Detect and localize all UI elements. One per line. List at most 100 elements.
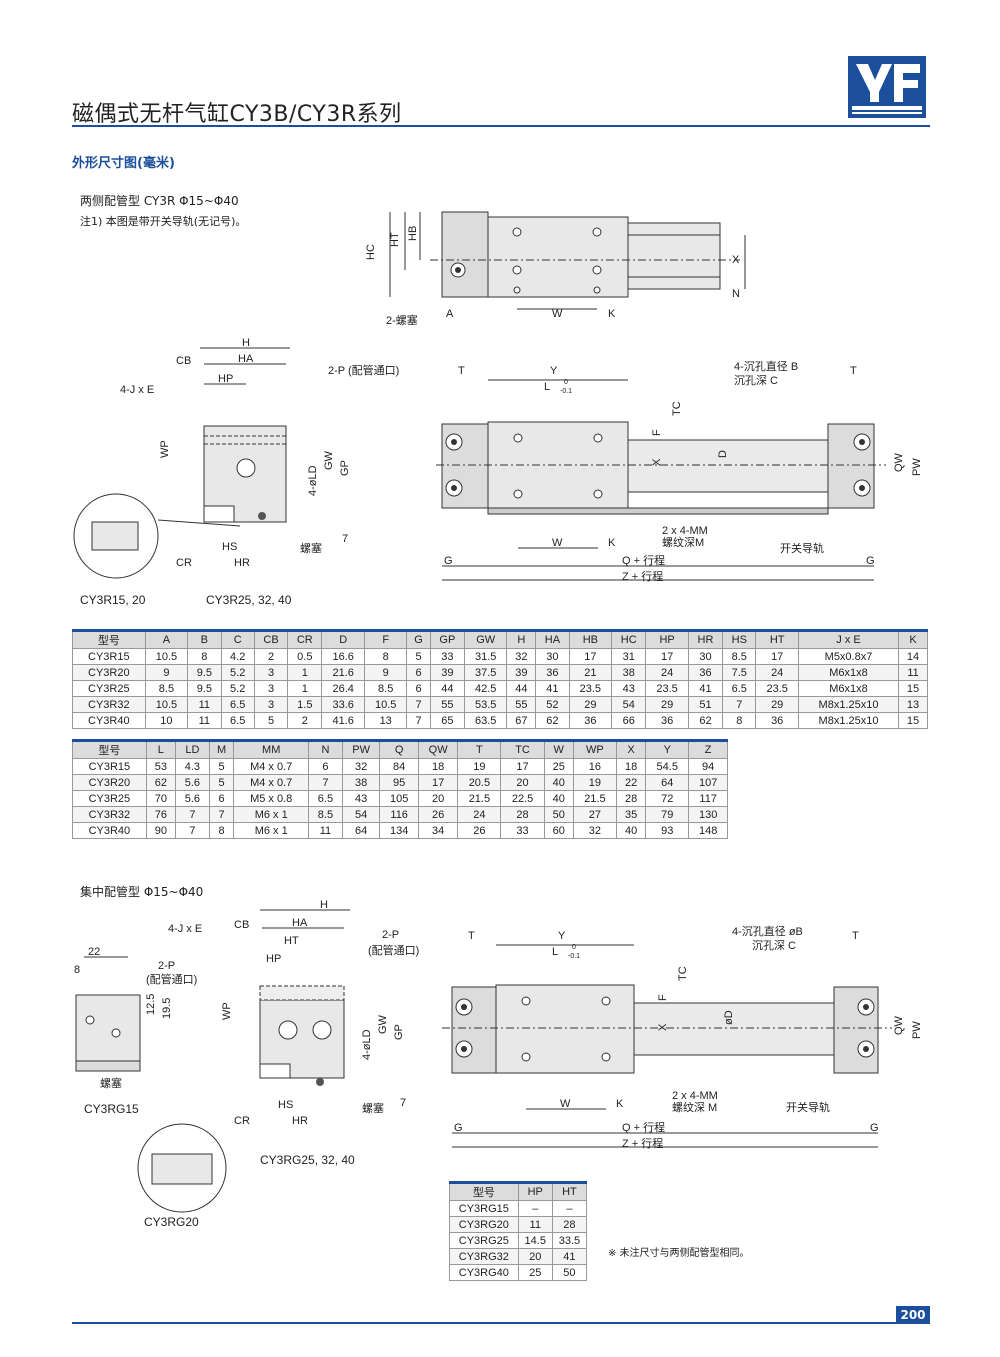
dim-8: 8 <box>74 964 80 976</box>
dim-T-right: T <box>850 365 857 377</box>
table-header-cell: HS <box>722 630 757 649</box>
table-header-cell: 型号 <box>449 1182 519 1201</box>
table-cell: 38 <box>341 774 381 791</box>
dim-HC: HC <box>365 244 377 260</box>
dim-PW: PW <box>911 458 923 476</box>
table-cell: 42.5 <box>463 680 508 697</box>
dim-Y-2: Y <box>558 930 566 942</box>
table-cell: 62 <box>535 712 570 729</box>
table-cell: 15 <box>898 680 928 697</box>
table-cell: CY3RG25 <box>449 1232 519 1249</box>
table-cell: M8x1.25x10 <box>797 712 900 729</box>
dim-HP-g: HP <box>266 953 281 965</box>
table-cell: 6 <box>406 680 431 697</box>
table-cell: 10.5 <box>363 696 408 713</box>
dim-H-g: H <box>320 899 328 911</box>
dim-N: N <box>732 288 740 300</box>
table-cell: 1 <box>287 664 323 681</box>
subtitle-centralized-piping: 集中配管型 Φ15~Φ40 <box>80 885 204 899</box>
table-cell: CY3RG32 <box>449 1248 519 1265</box>
table-cell: 28 <box>615 790 647 807</box>
table-cell: 5 <box>253 712 289 729</box>
table-cell: 53.5 <box>463 696 508 713</box>
table-cell: 4.3 <box>174 758 210 775</box>
table-cell: 20 <box>500 774 545 791</box>
dim-G-left-2: G <box>454 1122 463 1134</box>
table-header-cell: HA <box>535 630 570 649</box>
front-view-drawing-2: T Y L 0 -0.1 4-沉孔直径 øB 沉孔深 C T TC F X øD… <box>442 924 923 1150</box>
dim-12-5: 12.5 <box>145 994 157 1015</box>
dim-GW: GW <box>323 450 335 470</box>
table-cell: 60 <box>543 822 574 839</box>
table-cell: 67 <box>506 712 537 729</box>
table-cell: 8.5 <box>722 648 757 665</box>
header-rule <box>72 125 930 127</box>
table-cell: 66 <box>611 712 647 729</box>
label-port-g: (配管通口) <box>368 943 419 957</box>
table-cell: 36 <box>535 664 570 681</box>
table-cell: 32 <box>572 822 617 839</box>
dim-K-front: K <box>608 537 616 549</box>
dim-D-2: øD <box>723 1010 735 1025</box>
front-view-drawing-1: T Y L 0 -0.1 4-沉孔直径 B 沉孔深 C T TC F X D Q… <box>436 359 923 583</box>
dim-K: K <box>608 308 616 320</box>
table-cell: 28 <box>500 806 545 823</box>
table-cell: 76 <box>145 806 176 823</box>
dim-LD-g: 4-øLD <box>361 1029 373 1060</box>
table-cell: CY3RG15 <box>449 1200 519 1217</box>
table-cell: 90 <box>145 822 176 839</box>
table-cell: 43 <box>611 680 647 697</box>
table-cell: 8 <box>363 648 408 665</box>
table-cell: 35 <box>615 806 647 823</box>
dim-X-front: X <box>651 458 663 466</box>
table-cell: 79 <box>645 806 690 823</box>
label-mm-thread-2: 2 x 4-MM <box>672 1090 718 1102</box>
table-cell: 105 <box>379 790 419 807</box>
table-cell: 32 <box>506 648 537 665</box>
cy3rg20-detail-drawing: CY3RG20 <box>137 1123 227 1229</box>
table-cell: 14.5 <box>517 1232 553 1249</box>
table-cell: CY3R15 <box>72 648 146 665</box>
table-cell: 7 <box>722 696 757 713</box>
table-header-cell: 型号 <box>72 630 146 649</box>
table-cell: 130 <box>688 806 728 823</box>
table-cell: 36 <box>645 712 689 729</box>
dim-7: 7 <box>342 533 348 545</box>
table-cell: CY3R25 <box>72 790 147 807</box>
table-cell: 53 <box>145 758 176 775</box>
table-header-cell: X <box>615 740 647 759</box>
table-cell: 117 <box>688 790 728 807</box>
dim-Q-stroke: Q + 行程 <box>622 554 665 567</box>
table-cell: 23.5 <box>755 680 799 697</box>
label-plug-g: 螺塞 <box>362 1101 384 1115</box>
dim-A: A <box>446 308 454 320</box>
table-cell: 40 <box>543 774 574 791</box>
table-cell: M4 x 0.7 <box>233 774 310 791</box>
table-cell: 5 <box>208 758 235 775</box>
table-cell: 20 <box>517 1248 553 1265</box>
dim-PW-2: PW <box>911 1021 923 1039</box>
dim-HT-g: HT <box>284 935 299 947</box>
table-header-cell: 型号 <box>72 740 147 759</box>
dim-19-5: 19.5 <box>161 998 173 1019</box>
label-plug: 2-螺塞 <box>386 313 418 327</box>
table-cell: 64 <box>341 822 381 839</box>
caption-cy3r25-40: CY3R25, 32, 40 <box>206 593 292 607</box>
table-cell: 18 <box>615 758 647 775</box>
table-cell: 72 <box>645 790 690 807</box>
dim-HA: HA <box>238 353 254 365</box>
table-header-cell: HP <box>645 630 689 649</box>
table-cell: 20.5 <box>457 774 502 791</box>
dim-L-2: L <box>552 946 558 958</box>
table-cell: 41 <box>535 680 570 697</box>
table-cell: 6.5 <box>722 680 757 697</box>
table-cell: 55 <box>429 696 465 713</box>
table-cell: 7 <box>208 806 235 823</box>
note-switch-rail: 注1) 本图是带开关导轨(无记号)。 <box>80 215 247 228</box>
label-counterbore-depth-2: 沉孔深 C <box>752 939 796 952</box>
